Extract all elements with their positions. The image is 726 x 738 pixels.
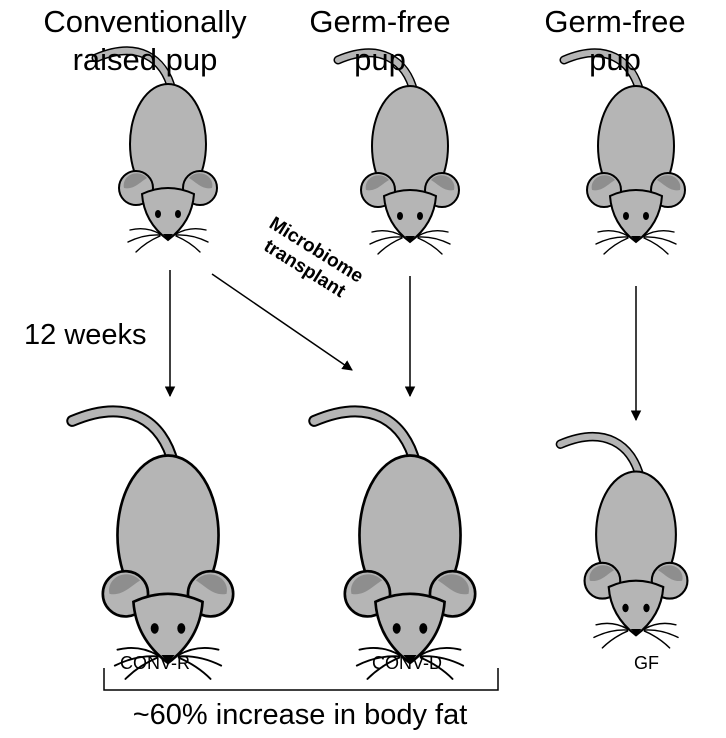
heading-germ-free-pup-2: Germ-free pup bbox=[525, 3, 705, 79]
heading-line: Germ-free bbox=[309, 4, 451, 39]
adult-gf bbox=[560, 437, 687, 648]
arrow-transplant bbox=[211, 273, 353, 371]
group-label-gf: GF bbox=[634, 653, 659, 673]
duration-label: 12 weeks bbox=[24, 319, 147, 351]
pup-germ-free-1 bbox=[338, 53, 459, 254]
comparison-bracket bbox=[103, 668, 499, 691]
heading-germ-free-pup-1: Germ-free pup bbox=[290, 3, 470, 79]
adult-conv-r bbox=[72, 411, 233, 679]
group-label-conv-d: CONV-D bbox=[372, 653, 443, 673]
body-fat-summary: ~60% increase in body fat bbox=[132, 699, 468, 731]
heading-line: raised pup bbox=[72, 42, 218, 77]
heading-line: pup bbox=[354, 42, 406, 77]
pup-conventional bbox=[96, 51, 217, 252]
heading-conventionally-raised-pup: Conventionally raised pup bbox=[15, 3, 275, 79]
pup-germ-free-2 bbox=[564, 53, 685, 254]
heading-line: pup bbox=[589, 42, 641, 77]
heading-line: Germ-free bbox=[544, 4, 686, 39]
group-label-conv-r: CONV-R bbox=[120, 653, 191, 673]
heading-line: Conventionally bbox=[43, 4, 247, 39]
adult-conv-d bbox=[314, 411, 475, 679]
